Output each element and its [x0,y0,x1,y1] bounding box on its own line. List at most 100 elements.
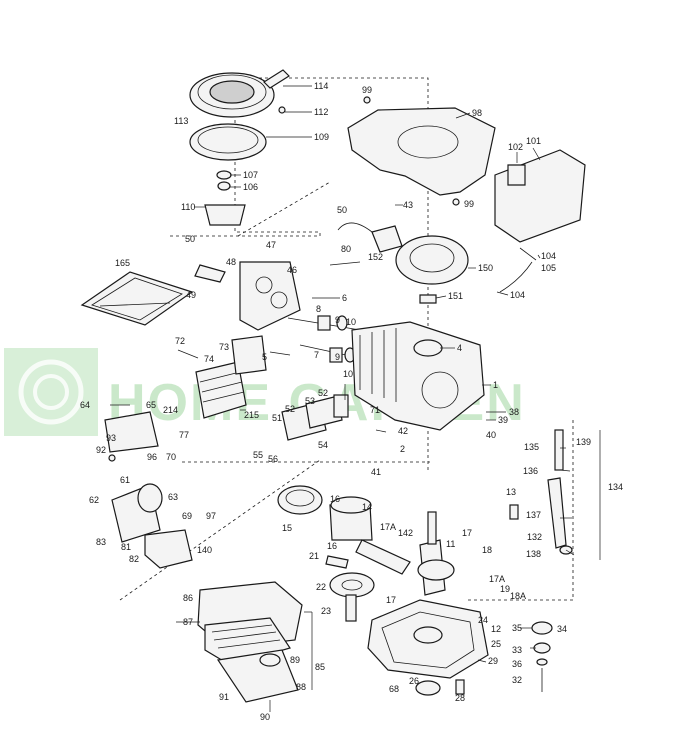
label-46: 46 [287,265,297,275]
camshaft-group [325,555,375,622]
label-54: 54 [318,440,328,450]
label-105: 105 [541,263,556,273]
label-104-top: 104 [541,251,556,261]
label-47: 47 [266,240,276,250]
label-7: 7 [314,350,319,360]
label-22: 22 [316,582,326,592]
label-5: 5 [262,352,267,362]
label-150: 150 [478,263,493,273]
label-36: 36 [512,659,522,669]
label-18A: 18A [510,591,526,601]
label-135: 135 [524,442,539,452]
label-165: 165 [115,258,130,268]
label-90: 90 [260,712,270,722]
label-114: 114 [314,81,328,91]
label-17A-top: 17A [380,522,396,532]
label-104-bottom: 104 [510,290,525,300]
label-41: 41 [371,467,381,477]
sump-group [367,599,489,696]
label-28: 28 [455,693,465,703]
label-73: 73 [219,342,229,352]
label-88: 88 [296,682,306,692]
label-93: 93 [106,433,116,443]
label-2: 2 [400,444,405,454]
air-filter-element [80,271,194,326]
label-136: 136 [523,466,538,476]
fuel-cap [507,164,526,186]
label-24: 24 [478,615,488,625]
label-63: 63 [168,492,178,502]
label-15: 15 [282,523,292,533]
starter-cup [204,204,246,226]
label-113: 113 [174,116,188,126]
muffler-guard [231,335,267,375]
label-68: 68 [389,684,399,694]
blower-housing-group [347,96,496,206]
label-10-bottom: 10 [343,369,353,379]
air-cleaner-base [216,649,299,703]
label-29: 29 [488,656,498,666]
label-1: 1 [493,380,498,390]
label-40: 40 [486,430,496,440]
label-12: 12 [491,624,501,634]
label-10-top: 10 [346,317,356,327]
label-106: 106 [243,182,258,192]
label-99-bottom: 99 [464,199,474,209]
label-34: 34 [557,624,567,634]
blower-housing [347,107,496,196]
crankcase-group [351,321,485,431]
part-labels: 114 112 113 109 107 106 110 99 98 99 102… [80,81,623,722]
label-152: 152 [368,252,383,262]
label-110: 110 [181,202,195,212]
label-33: 33 [512,645,522,655]
muffler-group [195,335,267,419]
label-140: 140 [197,545,212,555]
label-56: 56 [268,454,278,464]
label-50-left: 50 [185,234,195,244]
carburetor-group [111,483,193,569]
label-51: 51 [272,413,282,423]
cylinder-head-group [194,261,361,363]
label-215: 215 [244,410,259,420]
label-23: 23 [321,606,331,616]
float-bowl [144,529,193,569]
label-134: 134 [608,482,623,492]
air-cleaner-group [197,581,303,703]
label-25: 25 [491,639,501,649]
label-96: 96 [147,452,157,462]
label-139: 139 [576,437,591,447]
label-214: 214 [163,405,178,415]
label-89: 89 [290,655,300,665]
label-16-top: 16 [330,494,340,504]
label-87: 87 [183,617,193,627]
label-17-right: 17 [462,528,472,538]
label-9-top: 9 [335,315,340,325]
label-35: 35 [512,623,522,633]
crankshaft-group [355,511,455,596]
label-151: 151 [448,291,463,301]
label-4: 4 [457,343,462,353]
label-64: 64 [80,400,90,410]
label-13: 13 [506,487,516,497]
flywheel [395,235,469,285]
label-32: 32 [512,675,522,685]
label-65: 65 [146,400,156,410]
label-55: 55 [253,450,263,460]
label-6: 6 [342,293,347,303]
label-38: 38 [509,407,519,417]
label-109: 109 [314,132,329,142]
label-17A-bottom: 17A [489,574,505,584]
label-132: 132 [527,532,542,542]
label-101: 101 [526,136,541,146]
label-91: 91 [219,692,229,702]
label-69: 69 [182,511,192,521]
label-26: 26 [409,676,419,686]
muffler [195,361,247,419]
label-102: 102 [508,142,523,152]
label-142: 142 [398,528,413,538]
label-52-left: 52 [285,404,295,414]
label-42: 42 [398,426,408,436]
label-80: 80 [341,244,351,254]
label-92: 92 [96,445,106,455]
